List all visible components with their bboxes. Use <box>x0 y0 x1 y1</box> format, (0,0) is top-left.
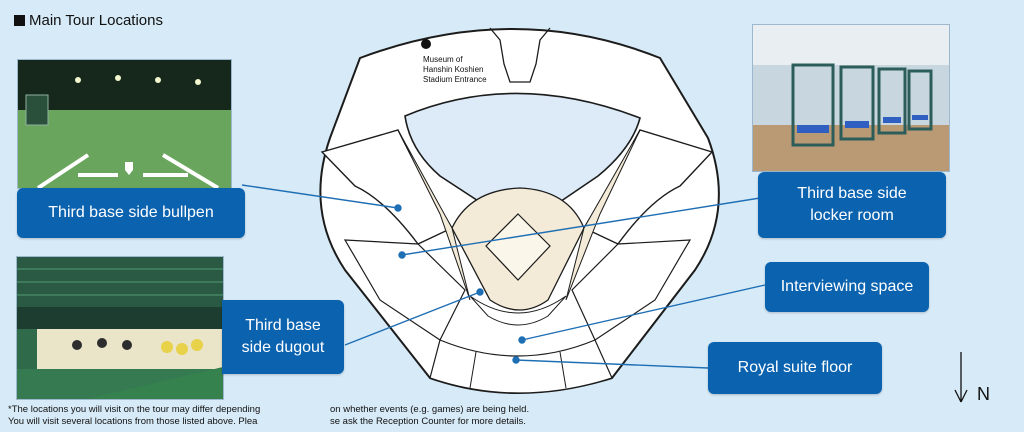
footnote-line-2-left: You will visit several locations from th… <box>8 416 258 427</box>
right-lower-stand <box>571 239 692 341</box>
north-arrow-icon <box>954 352 968 403</box>
page-title-text: Main Tour Locations <box>29 12 163 29</box>
dugout-illustration <box>17 257 223 399</box>
field-wedge-right <box>565 129 641 301</box>
label-locker-room-line-1: Third base side <box>797 185 907 203</box>
label-dugout-line-1: Third base <box>245 317 321 335</box>
bullet-square-icon <box>14 15 25 26</box>
connector-bullpen <box>241 184 399 209</box>
connector-locker-room <box>401 197 761 256</box>
seat-divider-2 <box>559 351 567 389</box>
locker-room-illustration <box>753 25 949 171</box>
label-third-base-bullpen-text: Third base side bullpen <box>48 204 214 222</box>
label-locker-room-line-2: locker room <box>810 207 894 224</box>
connector-interviewing <box>521 284 766 341</box>
museum-entrance-line-2: Hanshin Koshien <box>423 65 483 74</box>
seat-divider-1 <box>469 351 477 389</box>
label-third-base-locker-room: Third base side locker room <box>758 172 946 238</box>
left-lower-stand <box>343 239 466 341</box>
label-interviewing-space-text: Interviewing space <box>780 278 914 296</box>
base-diamond <box>485 213 551 281</box>
label-dugout-line-2: side dugout <box>241 339 325 356</box>
footnote-line-2-right: se ask the Reception Counter for more de… <box>330 416 526 427</box>
bullpen-illustration <box>18 60 231 188</box>
label-third-base-dugout: Third base side dugout <box>222 300 344 374</box>
museum-entrance-line-3: Stadium Entrance <box>423 75 487 84</box>
footnote-line-1-left: *The locations you will visit on the tou… <box>8 404 261 415</box>
connector-bullpen-dot <box>394 204 402 212</box>
label-royal-suite-floor-text: Royal suite floor <box>737 359 853 377</box>
connector-royal-suite <box>515 359 709 369</box>
connector-dugout <box>344 291 481 346</box>
label-third-base-bullpen: Third base side bullpen <box>17 188 245 238</box>
connector-dugout-dot <box>476 288 484 296</box>
label-interviewing-space: Interviewing space <box>765 262 929 312</box>
page-title: Main Tour Locations <box>14 12 163 29</box>
locker-room-photo <box>752 24 950 172</box>
label-royal-suite-floor: Royal suite floor <box>708 342 882 394</box>
compass-label: N <box>977 384 990 404</box>
connector-royal-suite-dot <box>512 356 520 364</box>
home-area <box>469 295 567 326</box>
bullpen-photo <box>17 59 232 189</box>
museum-entrance-line-1: Museum of <box>423 55 463 64</box>
museum-entrance-dot <box>421 39 431 49</box>
footnote-line-1-right: on whether events (e.g. games) are being… <box>330 404 530 415</box>
connector-interviewing-dot <box>518 336 526 344</box>
dugout-photo <box>16 256 224 400</box>
outfield-opening <box>404 92 641 219</box>
field-wedge-left <box>397 129 471 301</box>
scoreboard-notch <box>489 27 551 83</box>
connector-locker-room-dot <box>398 251 406 259</box>
